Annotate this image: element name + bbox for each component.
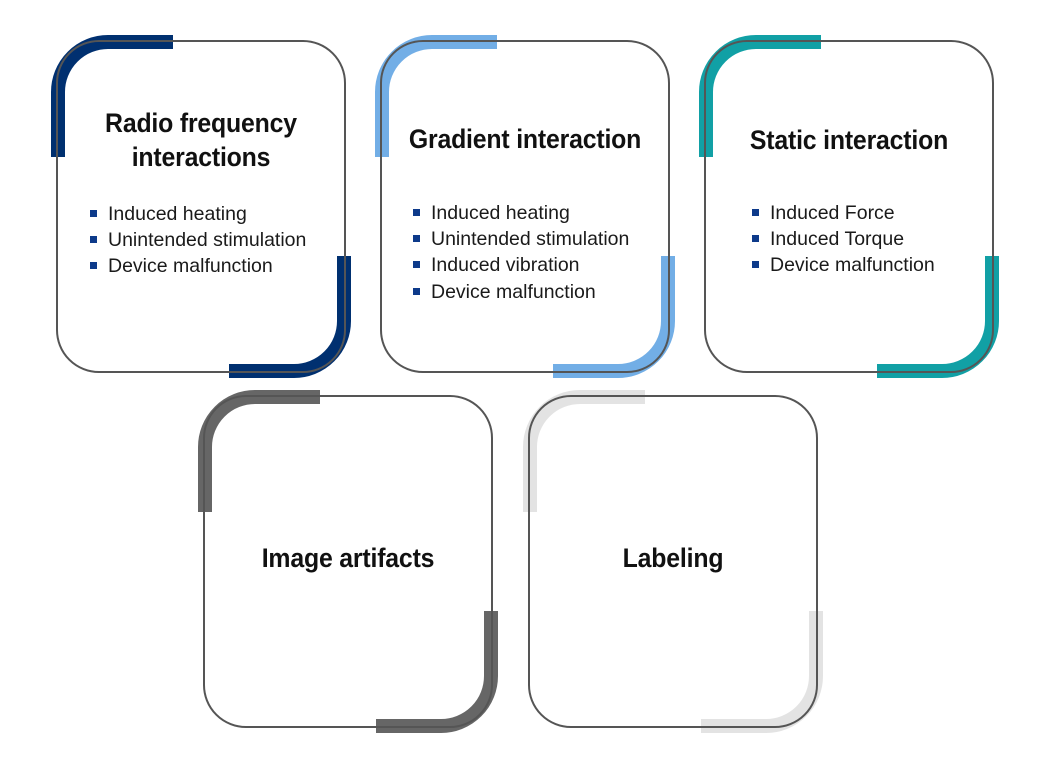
bullet-item: Induced Force [752, 200, 935, 226]
card-frame [699, 35, 999, 378]
card-border [528, 395, 818, 728]
card-bullet-list: Induced heating Unintended stimulation I… [413, 200, 629, 305]
card-title-line: Gradient interaction [408, 124, 642, 154]
bullet-item: Unintended stimulation [90, 227, 306, 253]
card-title: Static interaction [716, 123, 983, 157]
card-border [56, 40, 346, 373]
card-title-line: Labeling [622, 543, 724, 573]
bullet-item: Device malfunction [413, 279, 629, 305]
card-border [380, 40, 670, 373]
card-title: Gradient interaction [392, 122, 659, 156]
accent-corner-bottom-right [553, 256, 675, 378]
card-frame [198, 390, 498, 733]
accent-corner-bottom-right [877, 256, 999, 378]
card-bullet-list: Induced heating Unintended stimulation D… [90, 201, 306, 280]
accent-corner-bottom-right [229, 256, 351, 378]
bullet-item: Induced heating [413, 200, 629, 226]
accent-corner-top-left [375, 35, 497, 157]
accent-corner-top-left [51, 35, 173, 157]
bullet-item: Induced heating [90, 201, 306, 227]
card-frame [51, 35, 351, 378]
accent-corner-bottom-right [376, 611, 498, 733]
card-title-line: Image artifacts [261, 543, 435, 573]
card-gradient: Gradient interaction Induced heating Uni… [375, 35, 675, 378]
card-title-line: Static interaction [749, 125, 949, 155]
card-title: Radio frequency interactions [68, 106, 335, 174]
card-border [203, 395, 493, 728]
card-border [704, 40, 994, 373]
card-static: Static interaction Induced Force Induced… [699, 35, 999, 378]
bullet-item: Device malfunction [90, 253, 306, 279]
card-frame [375, 35, 675, 378]
accent-corner-top-left [523, 390, 645, 512]
bullet-item: Device malfunction [752, 252, 935, 278]
card-radio-frequency: Radio frequency interactions Induced hea… [51, 35, 351, 378]
card-bullet-list: Induced Force Induced Torque Device malf… [752, 200, 935, 279]
bullet-item: Unintended stimulation [413, 226, 629, 252]
bullet-item: Induced vibration [413, 252, 629, 278]
card-frame [523, 390, 823, 733]
bullet-item: Induced Torque [752, 226, 935, 252]
accent-corner-top-left [198, 390, 320, 512]
card-title-line: interactions [131, 142, 271, 172]
accent-corner-bottom-right [701, 611, 823, 733]
card-title-line: Radio frequency [105, 108, 297, 138]
card-title: Labeling [540, 541, 807, 575]
accent-corner-top-left [699, 35, 821, 157]
card-image-artifacts: Image artifacts [198, 390, 498, 733]
card-title: Image artifacts [215, 541, 482, 575]
card-labeling: Labeling [523, 390, 823, 733]
